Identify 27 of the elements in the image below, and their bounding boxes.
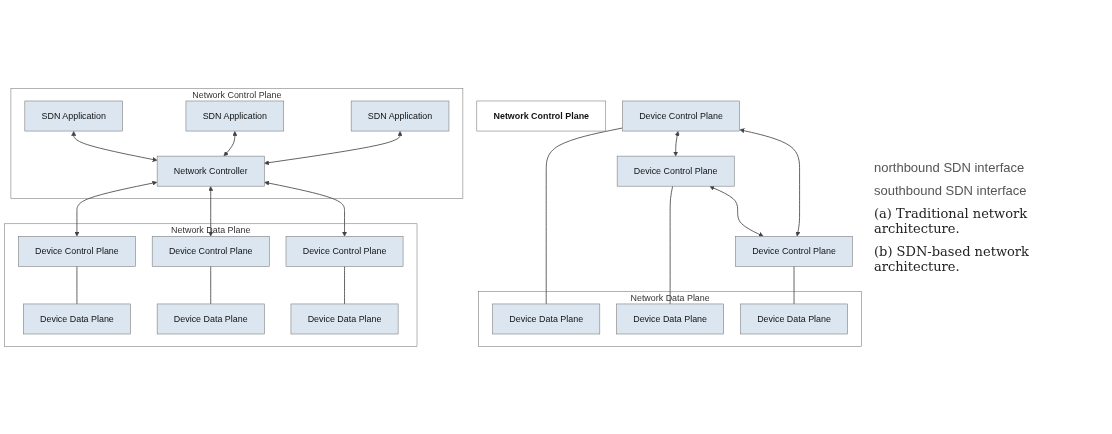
node-box: Device Data Plane — [290, 303, 399, 334]
connector — [793, 265, 795, 304]
connector — [669, 185, 674, 304]
node-box: Device Control Plane — [735, 235, 853, 267]
node-box: Device Control Plane — [622, 100, 740, 131]
connector — [545, 127, 623, 304]
node-box: Device Control Plane — [151, 235, 270, 267]
interface-label: northbound SDN interface — [874, 160, 1026, 175]
figure-caption: (b) SDN-based network architecture. — [874, 244, 1030, 274]
node-box: Network Controller — [156, 155, 265, 186]
connector — [344, 265, 345, 304]
node-box: Device Data Plane — [156, 303, 265, 334]
node-box: Device Data Plane — [492, 303, 601, 334]
node-box: Network Control Plane — [476, 100, 606, 131]
node-box: Device Control Plane — [18, 235, 136, 267]
interface-label: southbound SDN interface — [874, 183, 1028, 198]
node-box: Device Data Plane — [23, 303, 131, 334]
node-box: Device Control Plane — [616, 155, 735, 186]
node-box: SDN Application — [24, 100, 123, 131]
node-box: Device Control Plane — [285, 235, 404, 267]
connector — [210, 265, 212, 304]
figure-caption: (a) Traditional network architecture. — [874, 206, 1029, 236]
connector — [76, 265, 78, 304]
node-box: Device Data Plane — [740, 303, 848, 334]
node-box: SDN Application — [185, 100, 284, 131]
node-box: SDN Application — [350, 100, 450, 131]
node-box: Device Data Plane — [616, 303, 724, 334]
